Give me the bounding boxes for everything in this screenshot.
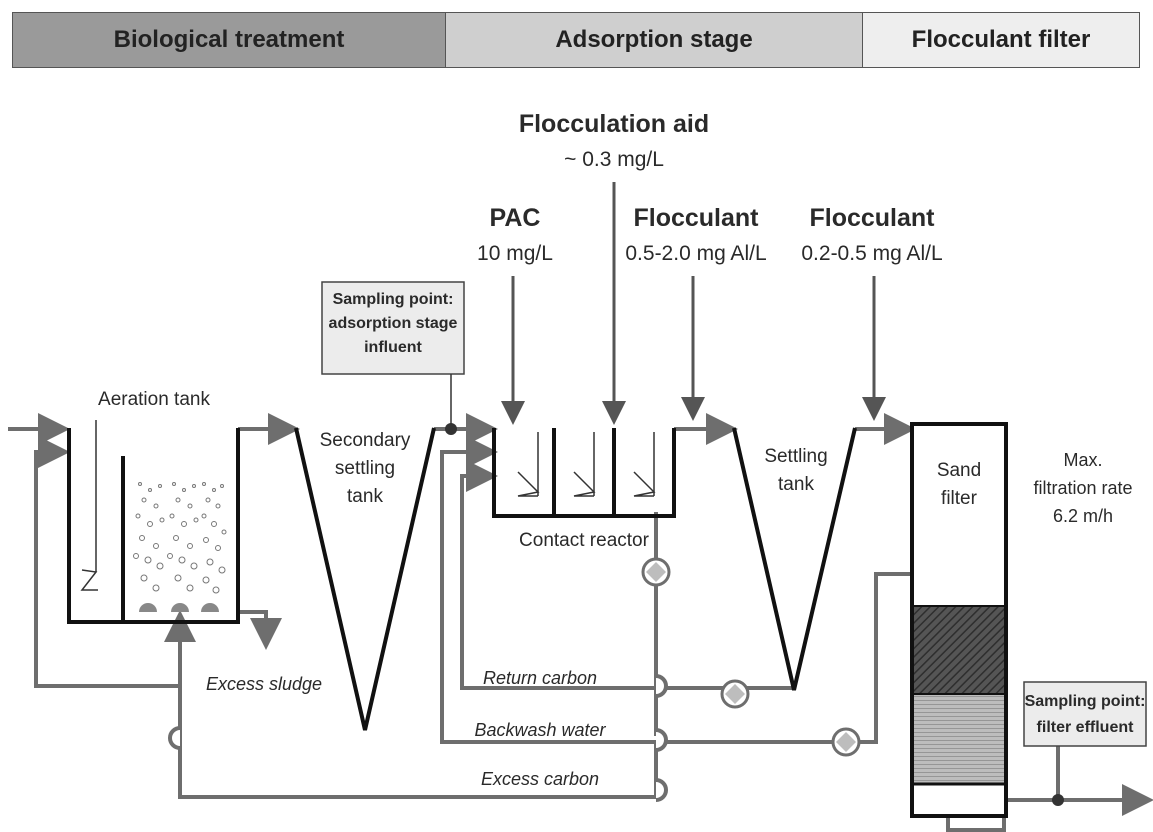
crossing-jump — [655, 728, 668, 752]
settling-tank-label-line2: tank — [778, 474, 814, 495]
crossing-jump — [655, 778, 668, 802]
stage-biological-treatment: Biological treatment — [12, 12, 446, 68]
excess-sludge-arrow — [238, 610, 282, 650]
line-crossing-jumps — [168, 674, 668, 802]
stage-header-bar: Biological treatment Adsorption stage Fl… — [12, 12, 1140, 70]
sand-filter-label-line2: filter — [941, 488, 978, 509]
return-carbon-label: Return carbon — [483, 668, 597, 688]
stage-flocculant-filter: Flocculant filter — [862, 12, 1140, 68]
excess-carbon-label: Excess carbon — [481, 769, 599, 789]
sampling-point-effluent: Sampling point: filter effluent — [1023, 681, 1147, 806]
backwash-pump — [831, 727, 861, 757]
contact-reactor: Contact reactor — [492, 428, 676, 587]
flocculant-1-dose: 0.5-2.0 mg Al/L — [625, 242, 766, 265]
pac-title: PAC — [490, 204, 541, 232]
contact-reactor-walls — [492, 428, 676, 518]
flocculant-2-dose: 0.2-0.5 mg Al/L — [801, 242, 942, 265]
return-carbon-pump — [720, 679, 750, 709]
sampling-effluent-line2: filter effluent — [1037, 719, 1135, 736]
sand-filter-light-layer — [914, 694, 1004, 784]
max-rate-line1: Max. — [1063, 450, 1102, 470]
sand-filter: Sand filter — [910, 422, 1008, 818]
sampling-influent-line2: adsorption stage — [329, 315, 458, 332]
flocculant-1-title: Flocculant — [633, 204, 759, 232]
secondary-tank-label-line3: tank — [347, 486, 383, 507]
contact-reactor-mixers — [517, 432, 656, 497]
inlet-pipe-zigzag — [80, 569, 98, 591]
max-rate-line3: 6.2 m/h — [1053, 506, 1113, 526]
max-rate-line2: filtration rate — [1033, 478, 1132, 498]
aeration-bubbles — [133, 482, 227, 594]
flocculation-aid-title: Flocculation aid — [519, 110, 709, 138]
pac-dose: 10 mg/L — [477, 242, 553, 265]
contact-reactor-pump — [641, 557, 671, 587]
sampling-influent-box — [321, 281, 465, 375]
aeration-diffusers — [139, 603, 219, 612]
aeration-tank-label: Aeration tank — [98, 389, 210, 410]
excess-carbon-line — [164, 610, 658, 799]
secondary-tank-label-line2: settling — [335, 458, 395, 479]
settling-tank — [732, 427, 857, 691]
sampling-influent-line1: Sampling point: — [333, 291, 454, 308]
sand-filter-dark-layer — [914, 606, 1004, 694]
aeration-tank: Aeration tank — [67, 389, 240, 624]
stage-adsorption: Adsorption stage — [445, 12, 863, 68]
sampling-influent-dot — [445, 423, 457, 435]
aeration-tank-walls — [67, 428, 240, 624]
contact-reactor-label: Contact reactor — [519, 530, 650, 551]
sampling-point-influent: Sampling point: adsorption stage influen… — [321, 281, 465, 435]
crossing-jump — [655, 674, 668, 698]
flocculation-aid-dose: ~ 0.3 mg/L — [564, 148, 664, 171]
return-carbon-line — [460, 460, 794, 690]
sampling-influent-line3: influent — [364, 339, 422, 356]
crossing-jump — [168, 726, 181, 750]
sampling-effluent-box — [1023, 681, 1147, 747]
sand-filter-label-line1: Sand — [937, 460, 981, 481]
secondary-settling-tank — [294, 427, 436, 731]
excess-sludge-label: Excess sludge — [206, 674, 322, 694]
backwash-water-label: Backwash water — [474, 720, 606, 740]
secondary-tank-label-line1: Secondary — [320, 430, 411, 451]
dosing-arrows — [501, 182, 886, 425]
sampling-effluent-dot — [1052, 794, 1064, 806]
sampling-effluent-line1: Sampling point: — [1025, 693, 1146, 710]
flocculant-2-title: Flocculant — [809, 204, 935, 232]
settling-tank-label-line1: Settling — [764, 446, 827, 467]
